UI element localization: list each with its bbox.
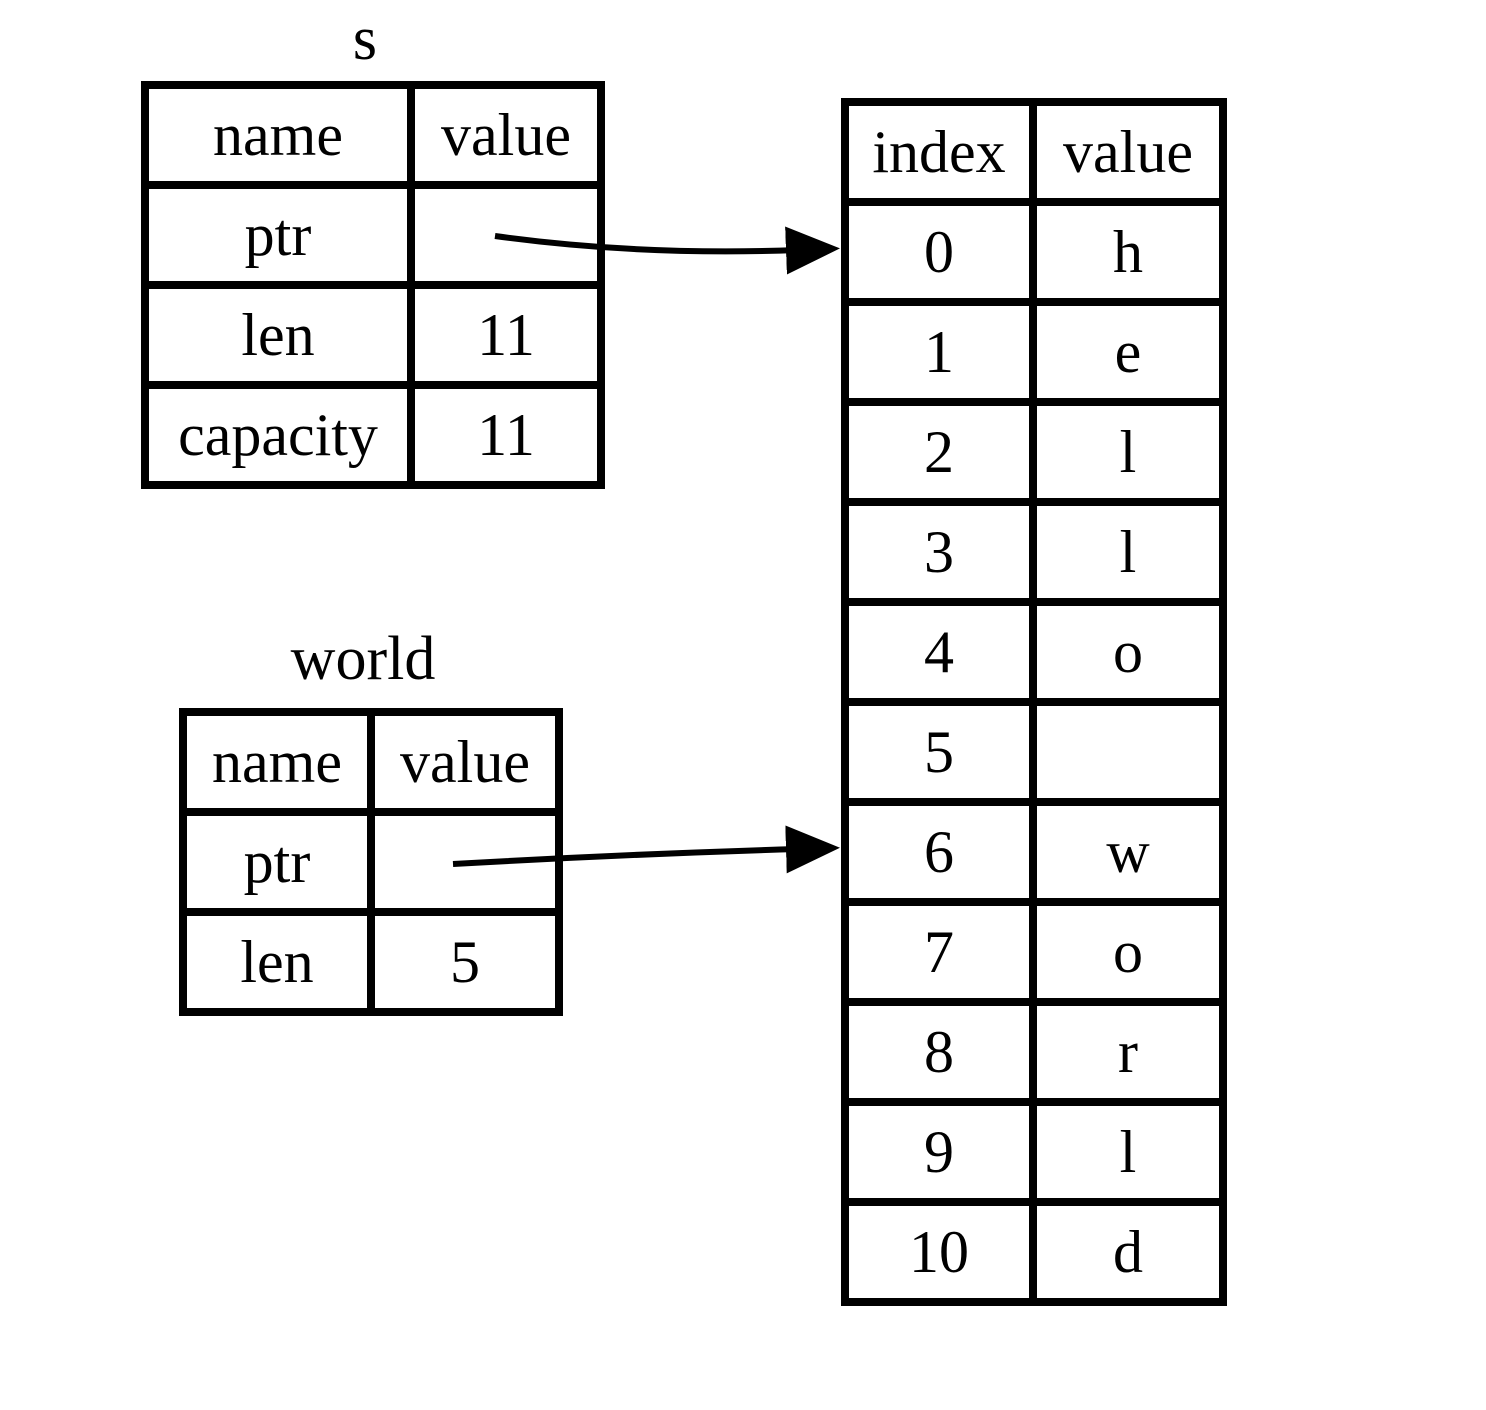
header-cell-name: name xyxy=(141,81,415,189)
field-name-capacity: capacity xyxy=(141,381,415,489)
value-cell: w xyxy=(1029,798,1227,906)
world-slice-table: name value ptr len 5 xyxy=(179,708,563,1016)
value-cell: d xyxy=(1029,1198,1227,1306)
header-cell-value: value xyxy=(1029,98,1227,206)
table-header-row: name value xyxy=(179,708,563,816)
table-row: 7 o xyxy=(841,898,1227,1006)
value-cell: o xyxy=(1029,898,1227,1006)
table-row: 1 e xyxy=(841,298,1227,406)
index-cell: 7 xyxy=(841,898,1037,1006)
field-value-capacity: 11 xyxy=(407,381,605,489)
field-name-len: len xyxy=(141,281,415,389)
index-cell: 5 xyxy=(841,698,1037,806)
table-row: ptr xyxy=(141,181,605,289)
table-row: 0 h xyxy=(841,198,1227,306)
table-row: ptr xyxy=(179,808,563,916)
heap-buffer-table: index value 0 h 1 e 2 l 3 l 4 o 5 6 w xyxy=(841,98,1227,1306)
table-header-row: index value xyxy=(841,98,1227,206)
index-cell: 6 xyxy=(841,798,1037,906)
table-row: len 5 xyxy=(179,908,563,1016)
value-cell: l xyxy=(1029,398,1227,506)
index-cell: 10 xyxy=(841,1198,1037,1306)
table-row: 9 l xyxy=(841,1098,1227,1206)
table-row: 2 l xyxy=(841,398,1227,506)
table-row: len 11 xyxy=(141,281,605,389)
index-cell: 1 xyxy=(841,298,1037,406)
field-name-len: len xyxy=(179,908,375,1016)
header-cell-value: value xyxy=(407,81,605,189)
value-cell: l xyxy=(1029,498,1227,606)
s-struct-table: name value ptr len 11 capacity 11 xyxy=(141,81,605,489)
table-row: 5 xyxy=(841,698,1227,806)
index-cell: 3 xyxy=(841,498,1037,606)
index-cell: 8 xyxy=(841,998,1037,1106)
s-struct-title: s xyxy=(352,5,378,73)
index-cell: 9 xyxy=(841,1098,1037,1206)
header-cell-value: value xyxy=(367,708,563,816)
value-cell: e xyxy=(1029,298,1227,406)
header-cell-name: name xyxy=(179,708,375,816)
value-cell: r xyxy=(1029,998,1227,1106)
field-value-len: 11 xyxy=(407,281,605,389)
field-name-ptr: ptr xyxy=(179,808,375,916)
field-name-ptr: ptr xyxy=(141,181,415,289)
index-cell: 0 xyxy=(841,198,1037,306)
value-cell: h xyxy=(1029,198,1227,306)
field-value-ptr xyxy=(407,181,605,289)
value-cell: l xyxy=(1029,1098,1227,1206)
table-row: 10 d xyxy=(841,1198,1227,1306)
table-row: 3 l xyxy=(841,498,1227,606)
value-cell xyxy=(1029,698,1227,806)
table-header-row: name value xyxy=(141,81,605,189)
field-value-ptr xyxy=(367,808,563,916)
table-row: 8 r xyxy=(841,998,1227,1106)
field-value-len: 5 xyxy=(367,908,563,1016)
table-row: 6 w xyxy=(841,798,1227,906)
index-cell: 4 xyxy=(841,598,1037,706)
world-struct-title: world xyxy=(290,625,436,693)
header-cell-index: index xyxy=(841,98,1037,206)
value-cell: o xyxy=(1029,598,1227,706)
index-cell: 2 xyxy=(841,398,1037,506)
table-row: capacity 11 xyxy=(141,381,605,489)
table-row: 4 o xyxy=(841,598,1227,706)
